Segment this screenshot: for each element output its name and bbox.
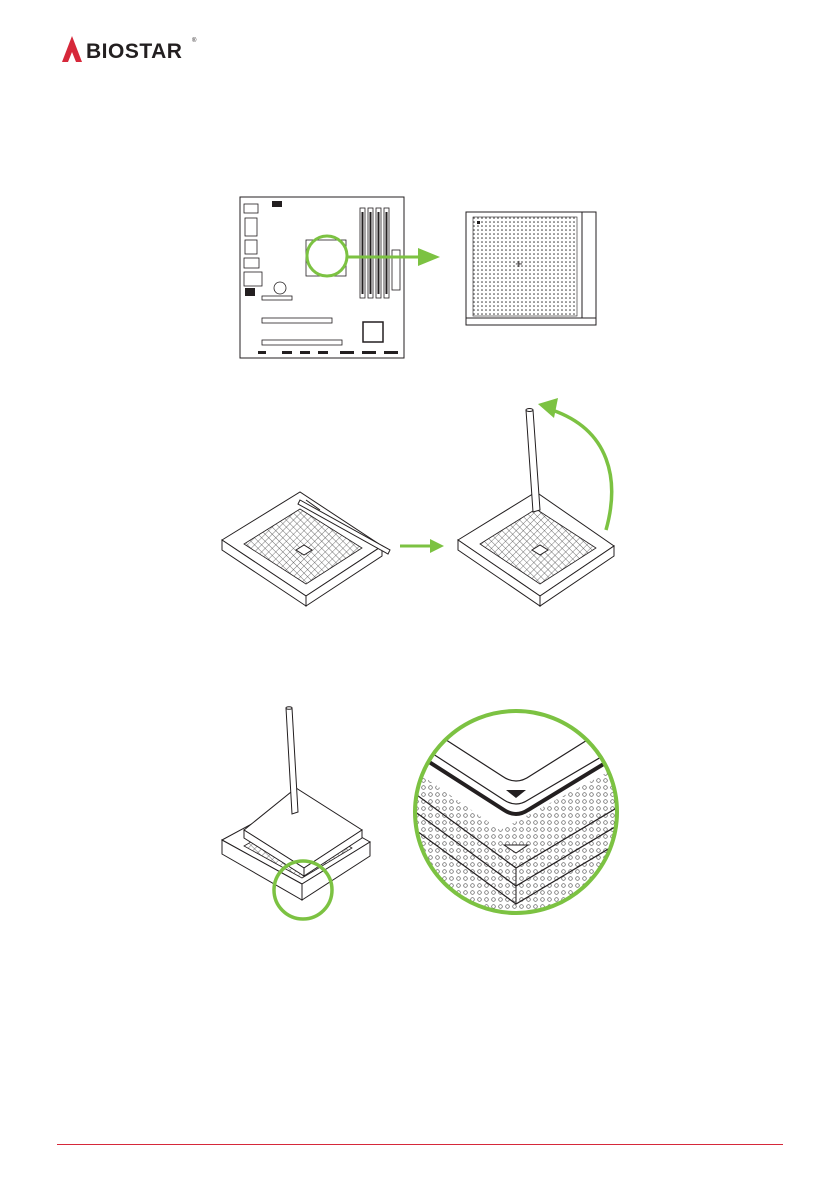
cpu-on-socket	[222, 707, 370, 900]
motherboard-diagram	[240, 197, 404, 358]
socket-lever-closed	[222, 492, 390, 606]
zoom-circle	[400, 700, 630, 920]
socket-lever-open	[458, 409, 614, 607]
svg-text:+: +	[515, 259, 523, 270]
cpu-socket-top-view: +	[466, 212, 596, 325]
footer-divider	[57, 1144, 783, 1145]
